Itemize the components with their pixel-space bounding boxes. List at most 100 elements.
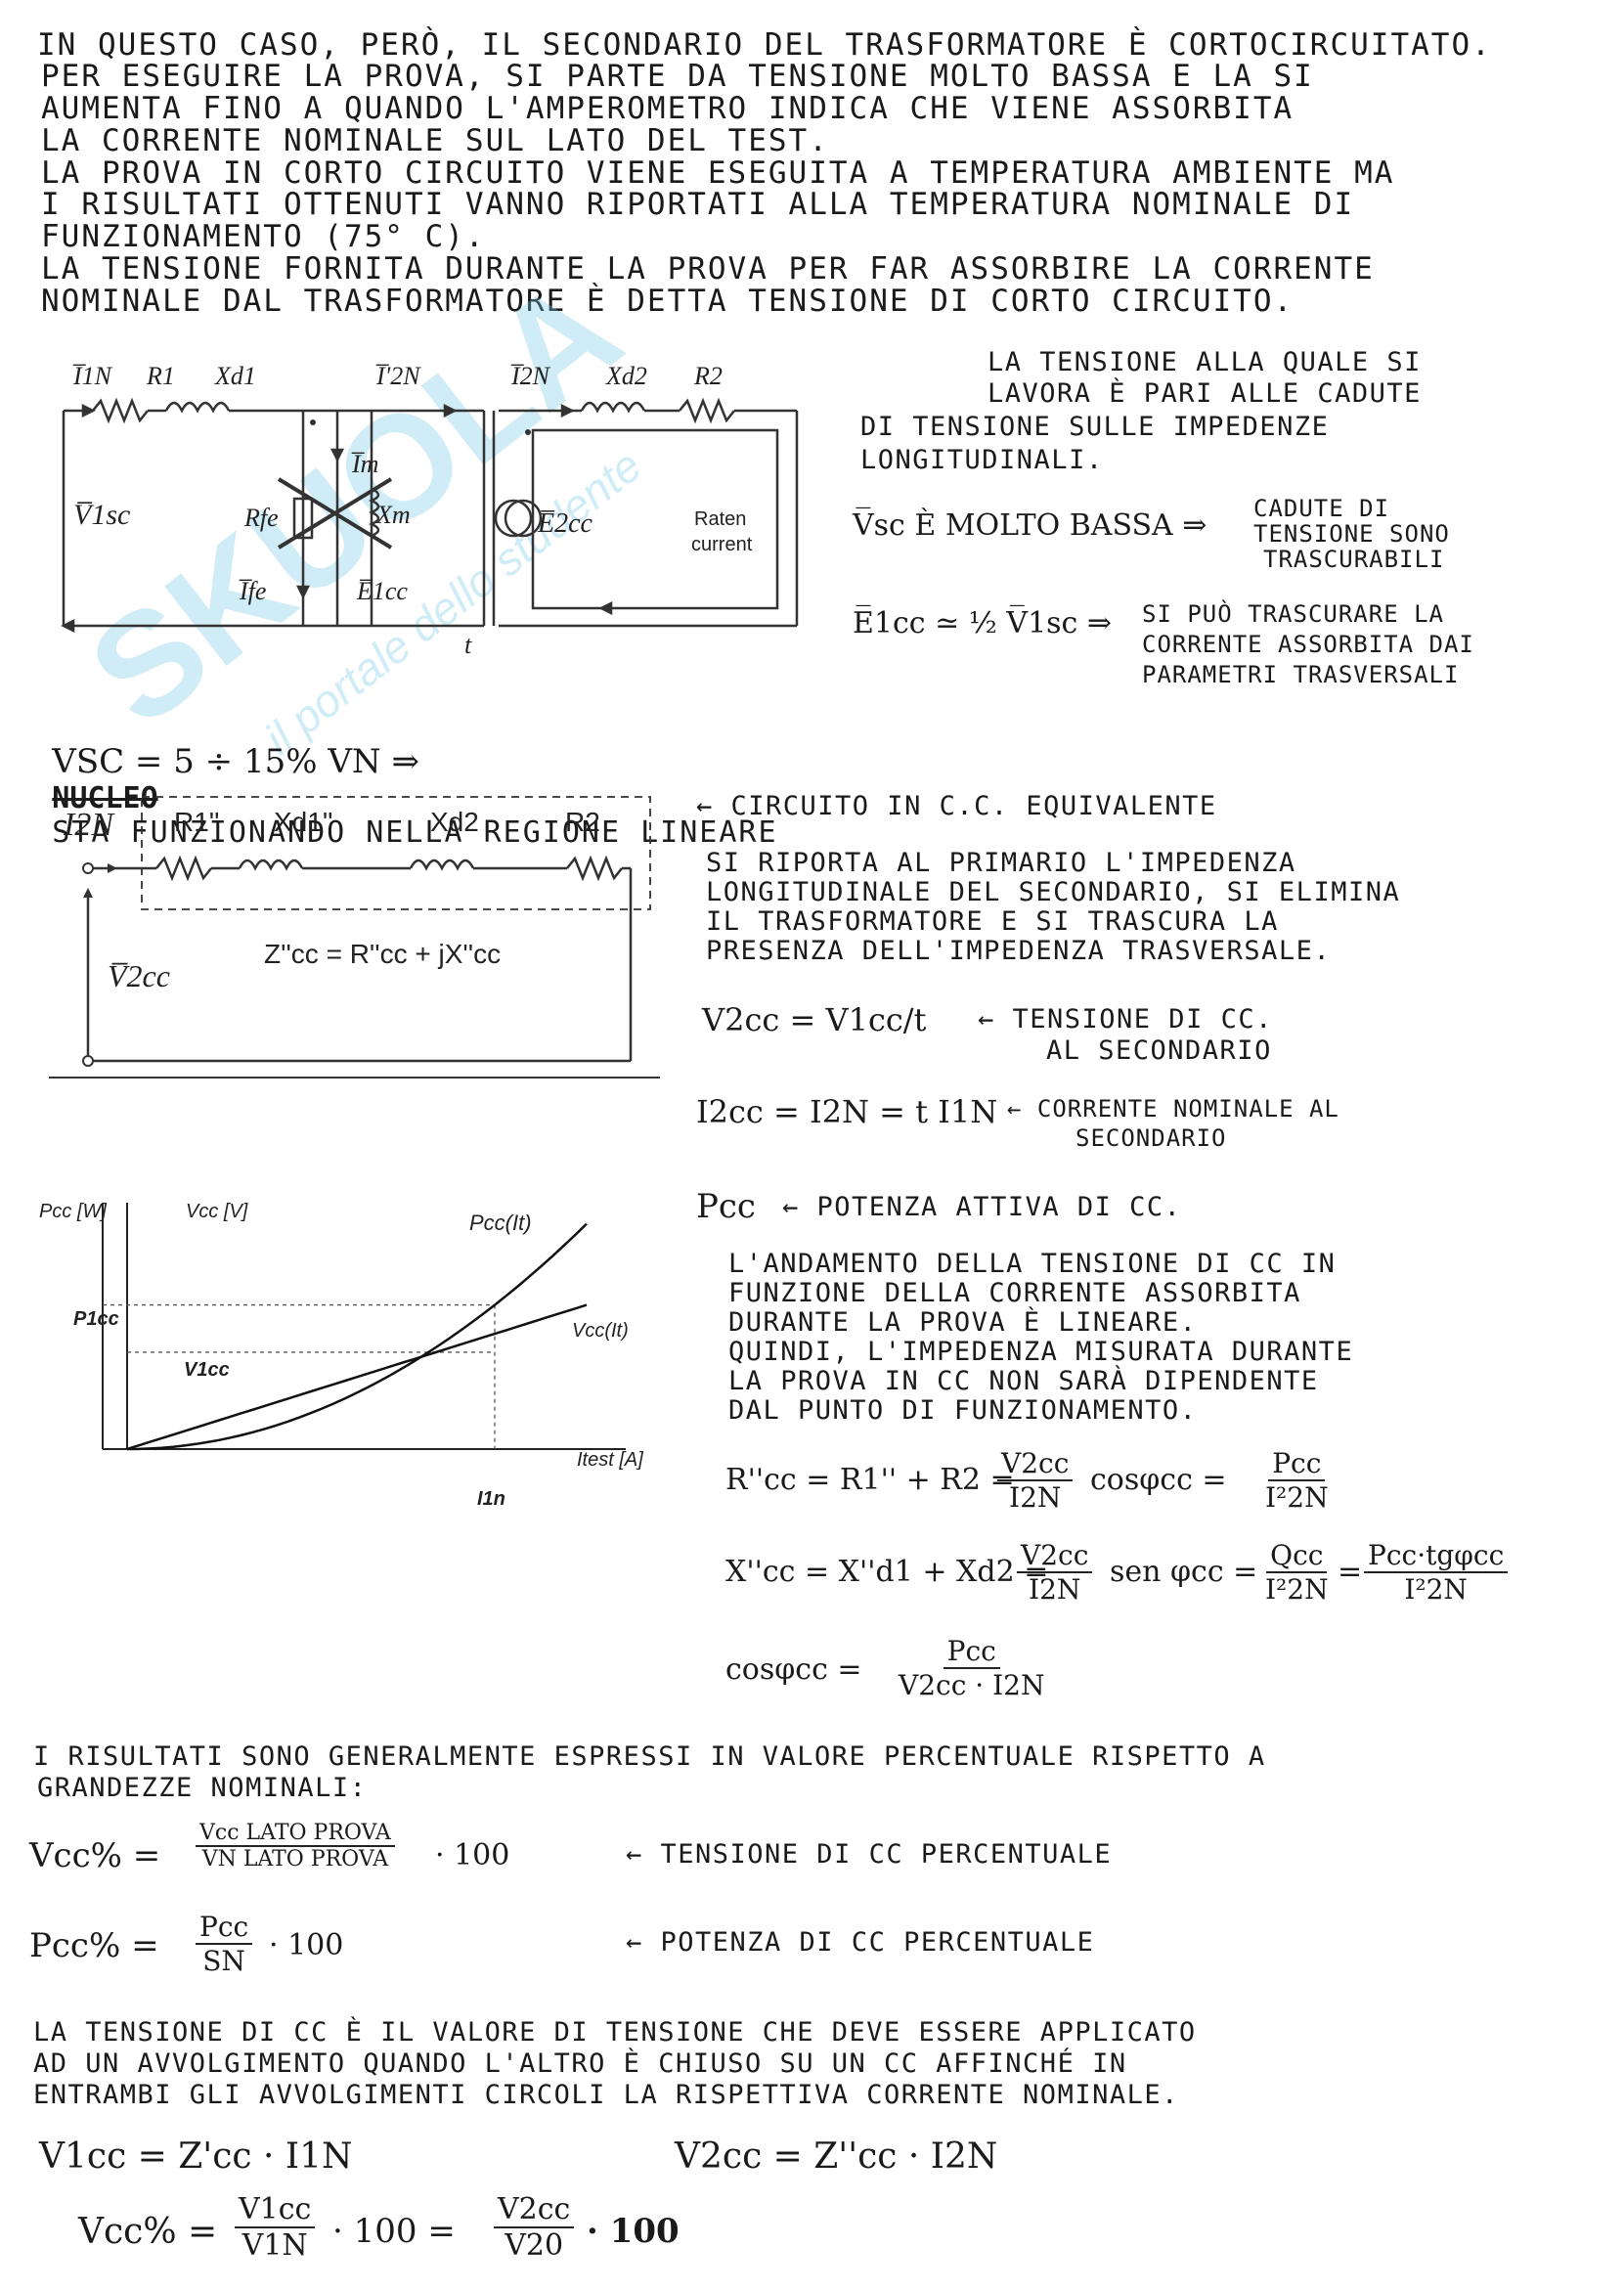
xcc-eq: =	[1338, 1555, 1363, 1589]
right1-c3: PARAMETRI TRASVERSALI	[1142, 661, 1460, 688]
label-Zcc: Z''cc = R''cc + jX''cc	[264, 939, 502, 969]
chart-series-pcc	[126, 1222, 588, 1451]
xcc-frac-1-num: V2cc	[1017, 1539, 1093, 1573]
pccp-frac: Pcc SN	[196, 1911, 253, 1977]
final-vp-frac-2-num: V2cc	[494, 2192, 575, 2228]
final-f1: LA TENSIONE DI CC È IL VALORE DI TENSION…	[33, 2017, 1197, 2048]
chart-v1cc-label: V1cc	[184, 1359, 230, 1381]
intro-line-9: NOMINALE DAL TRASFORMATORE È DETTA TENSI…	[41, 284, 1295, 319]
final-vp-tail: · 100	[587, 2212, 680, 2251]
vsc-struck: NUCLEO	[52, 781, 158, 815]
right1-b3: TRASCURABILI	[1263, 546, 1445, 573]
label-Im: I̅m	[352, 450, 379, 478]
label-t: t	[464, 631, 472, 659]
pccp-frac-den: SN	[202, 1945, 245, 1977]
cos-lhs: cosφcc =	[725, 1652, 862, 1687]
chart-pcc-curve-label: Pcc(It)	[469, 1211, 532, 1235]
vccp-note: ← TENSIONE DI CC PERCENTUALE	[626, 1839, 1113, 1870]
right1-c-eq: E̅1cc ≃ ½ V̅1sc ⇒	[853, 606, 1113, 640]
intro-line-2: PER ESEGUIRE LA PROVA, SI PARTE DA TENSI…	[41, 59, 1314, 94]
right2-i2cc-eq: I2cc = I2N = t I1N	[696, 1093, 998, 1130]
xcc-lhs: X''cc = X''d1 + Xd2 =	[725, 1555, 1049, 1589]
final-vp-frac-2: V2cc V20	[494, 2192, 575, 2263]
right2-v2cc-n1: ← TENSIONE DI CC.	[978, 1004, 1273, 1035]
label-I1N: I̅1N	[73, 362, 111, 390]
label-raten: Raten	[694, 508, 747, 530]
circuit-1: I̅1N R1 Xd1 I̅'2N I̅2N Xd2 R2 I̅m Xm Rfe…	[54, 352, 807, 659]
right2-heading: ← CIRCUITO IN C.C. EQUIVALENTE	[696, 791, 1217, 821]
intro-line-7: FUNZIONAMENTO (75° C).	[41, 219, 486, 254]
right2-v2cc-eq: V2cc = V1cc/t	[702, 1001, 927, 1038]
label-V2cc: V̅2cc	[108, 958, 170, 993]
intro-line-8: LA TENSIONE FORNITA DURANTE LA PROVA PER…	[41, 251, 1375, 286]
right3-q3: DURANTE LA PROVA È LINEARE.	[728, 1307, 1198, 1338]
label-Xd1-eq: Xd1''	[274, 807, 333, 837]
right1-a4: LONGITUDINALI.	[860, 445, 1104, 475]
intro-line-6: I RISULTATI OTTENUTI VANNO RIPORTATI ALL…	[41, 187, 1355, 222]
vccp-lhs: Vcc% =	[29, 1836, 161, 1875]
label-E1cc: E̅1cc	[357, 577, 408, 605]
chart-x-axis-label: Itest [A]	[577, 1449, 643, 1471]
final-vp-lhs: Vcc% =	[78, 2212, 218, 2252]
right1-a1: LA TENSIONE ALLA QUALE SI	[988, 347, 1422, 377]
xcc-frac-2-num: Qcc	[1266, 1539, 1328, 1573]
right2-p4: PRESENZA DELL'IMPEDENZA TRASVERSALE.	[706, 936, 1332, 966]
right2-i2cc-n2: SECONDARIO	[1075, 1124, 1227, 1152]
vccp-frac: Vcc LATO PROVA VN LATO PROVA	[196, 1821, 395, 1872]
final-vp-frac-1-den: V1N	[241, 2228, 308, 2263]
xcc-frac-2-den: I²2N	[1265, 1573, 1329, 1606]
results-r1: I RISULTATI SONO GENERALMENTE ESPRESSI I…	[33, 1741, 1266, 1772]
intro-line-5: LA PROVA IN CORTO CIRCUITO VIENE ESEGUIT…	[41, 155, 1395, 191]
right3-q4: QUINDI, L'IMPEDENZA MISURATA DURANTE	[728, 1337, 1354, 1367]
label-Xd1: Xd1	[215, 362, 256, 390]
rcc-mid: cosφcc =	[1090, 1463, 1227, 1497]
intro-line-1: IN QUESTO CASO, PERÒ, IL SECONDARIO DEL …	[37, 27, 1492, 63]
right2-p2: LONGITUDINALE DEL SECONDARIO, SI ELIMINA	[706, 877, 1401, 907]
pccp-lhs: Pcc% =	[29, 1926, 159, 1965]
label-Rfe: Rfe	[244, 504, 279, 532]
circuit-2-drawing	[49, 796, 660, 1079]
vsc-line: VSC = 5 ÷ 15% VN ⇒ NUCLEO STA FUNZIONAND…	[33, 724, 778, 850]
rcc-frac-1-num: V2cc	[997, 1447, 1074, 1481]
right2-p1: SI RIPORTA AL PRIMARIO L'IMPEDENZA	[706, 848, 1296, 878]
vccp-tail: · 100	[435, 1838, 510, 1872]
label-I2N-eq: I2N	[64, 807, 113, 843]
results-r2: GRANDEZZE NOMINALI:	[37, 1773, 368, 1803]
chart-vcc-axis-label: Vcc [V]	[186, 1201, 248, 1222]
xcc-frac-3: Pcc·tgφcc I²2N	[1364, 1539, 1509, 1606]
label-R2-eq: R2	[565, 807, 600, 837]
cos-frac-num: Pcc	[943, 1635, 1000, 1669]
chart-vcc-curve-label: Vcc(It)	[572, 1320, 629, 1342]
pccp-note: ← POTENZA DI CC PERCENTUALE	[626, 1927, 1095, 1958]
label-Xd2-eq: Xd2	[430, 807, 479, 837]
label-R2: R2	[694, 362, 723, 390]
xcc-frac-1-den: I2N	[1029, 1573, 1081, 1606]
xcc-frac-2: Qcc I²2N	[1261, 1539, 1333, 1606]
label-Xm: Xm	[376, 501, 411, 529]
right3-q6: DAL PUNTO DI FUNZIONAMENTO.	[728, 1395, 1198, 1426]
right3-q1: L'ANDAMENTO DELLA TENSIONE DI CC IN	[728, 1249, 1337, 1279]
pccp-frac-num: Pcc	[196, 1911, 253, 1945]
vccp-frac-num: Vcc LATO PROVA	[196, 1821, 395, 1847]
circuit-2: I2N R1'' Xd1'' Xd2 R2 Z''cc = R''cc + jX…	[49, 792, 665, 1079]
right1-a3: DI TENSIONE SULLE IMPEDENZE	[860, 412, 1330, 442]
final-e1: V1cc = Z'cc · I1N	[39, 2136, 353, 2177]
xcc-frac-3-den: I²2N	[1404, 1573, 1468, 1606]
label-I2N: I̅2N	[511, 362, 549, 390]
xcc-mid: sen φcc =	[1110, 1555, 1258, 1589]
right1-b1: CADUTE DI	[1253, 495, 1390, 522]
label-V1sc: V̅1sc	[73, 499, 131, 531]
label-R1-eq: R1''	[174, 807, 220, 837]
right2-pcc-eq: Pcc	[696, 1187, 756, 1226]
cos-frac: Pcc V2cc · I2N	[895, 1635, 1048, 1701]
chart-p1cc-label: P1cc	[73, 1308, 119, 1330]
circuit-1-drawing	[61, 397, 799, 634]
right1-c2: CORRENTE ASSORBITA DAI	[1142, 631, 1474, 658]
right3-q5: LA PROVA IN CC NON SARÀ DIPENDENTE	[728, 1366, 1319, 1396]
label-current: current	[691, 534, 753, 555]
label-Xd2: Xd2	[606, 362, 647, 390]
final-e2: V2cc = Z''cc · I2N	[675, 2136, 998, 2177]
right1-b-eq: V̅sc È MOLTO BASSA ⇒	[853, 508, 1207, 543]
label-R1: R1	[147, 362, 175, 390]
final-f3: ENTRAMBI GLI AVVOLGIMENTI CIRCOLI LA RIS…	[33, 2080, 1179, 2110]
